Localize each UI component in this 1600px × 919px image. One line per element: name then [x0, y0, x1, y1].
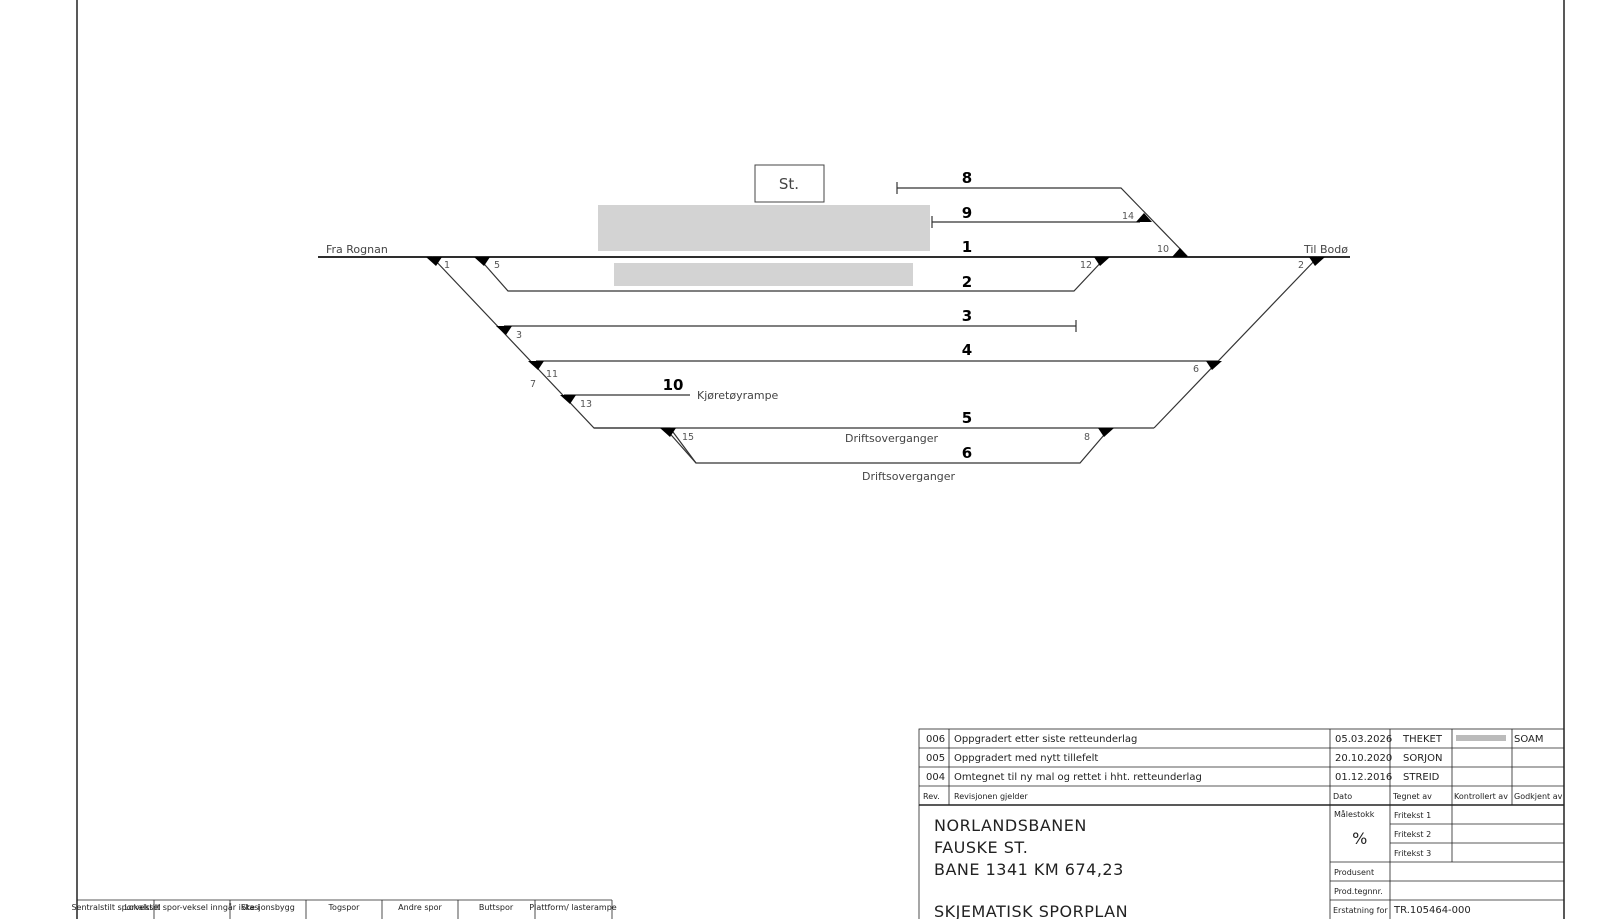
rev-006-date: 05.03.2026 — [1335, 734, 1392, 745]
switch-15-marker — [660, 428, 676, 437]
legend-train-track: Togspor — [328, 903, 361, 912]
title-line-km: BANE 1341 KM 674,23 — [934, 860, 1124, 879]
rev-header-description: Revisjonen gjelder — [954, 792, 1028, 801]
switch-1-marker — [426, 257, 442, 266]
rev-005-drawn-by: SORJON — [1403, 753, 1442, 764]
switch-2-label: 2 — [1298, 260, 1304, 271]
rev-004-date: 01.12.2016 — [1335, 772, 1392, 783]
station-building-label: St. — [779, 175, 799, 193]
station-building — [754, 164, 825, 203]
switch-2-marker — [1309, 257, 1325, 266]
rev-004-number: 004 — [926, 772, 945, 783]
rev-004-description: Omtegnet til ny mal og rettet i hht. ret… — [954, 772, 1202, 783]
switch-6-marker — [1206, 361, 1222, 370]
rev-header-drawn-by: Tegnet av — [1392, 792, 1432, 801]
switch-14-label: 14 — [1122, 211, 1134, 222]
scale-value: % — [1352, 829, 1368, 848]
switch-5-marker — [474, 257, 490, 266]
rev-header-date: Dato — [1333, 792, 1352, 801]
track-4-number: 4 — [962, 341, 972, 359]
track-1-number: 1 — [962, 238, 972, 256]
fritekst-3-label: Fritekst 3 — [1394, 849, 1431, 858]
track-2-number: 2 — [962, 273, 972, 291]
switch-10-label: 10 — [1157, 244, 1169, 255]
rev-006-drawn-by: THEKET — [1402, 734, 1443, 745]
rev-005-description: Oppgradert med nytt tillefelt — [954, 753, 1098, 764]
vehicle-ramp-label: Kjøretøyrampe — [697, 389, 779, 402]
to-direction-label: Til Bodø — [1303, 243, 1348, 256]
scale-label: Målestokk — [1334, 809, 1375, 819]
fritekst-2-label: Fritekst 2 — [1394, 830, 1431, 839]
right-ladder-diagonal — [1153, 256, 1319, 429]
track-5-number: 5 — [962, 409, 972, 427]
switch-10-marker — [1172, 248, 1188, 257]
switch-5-label: 5 — [494, 260, 500, 271]
legend-dead-end-track: Buttspor — [479, 903, 514, 912]
title-line-plan-type: SKJEMATISK SPORPLAN — [934, 902, 1128, 919]
switch-14-marker — [1136, 213, 1152, 222]
switch-6-label: 6 — [1193, 364, 1199, 375]
prod-drawing-number-label: Prod.tegnnr. — [1334, 887, 1383, 896]
rev-005-date: 20.10.2020 — [1335, 753, 1392, 764]
track-9-number: 9 — [962, 204, 972, 222]
title-block-grid — [918, 805, 1564, 919]
replaces-value: TR.105464-000 — [1393, 905, 1471, 916]
switch-11-marker — [528, 361, 544, 370]
track-2 — [477, 256, 1107, 292]
track-6-number: 6 — [962, 444, 972, 462]
left-ladder-diagonal — [431, 256, 697, 464]
legend-other-track: Andre spor — [398, 903, 442, 912]
title-line-station: FAUSKE ST. — [934, 838, 1028, 857]
switch-15-label: 15 — [682, 432, 694, 443]
produsent-label: Produsent — [1334, 868, 1374, 877]
track-10-number: 10 — [663, 376, 684, 394]
switch-12-marker — [1094, 257, 1110, 266]
legend-platform: Plattform/ lasterampe — [529, 903, 617, 912]
title-line-railway: NORLANDSBANEN — [934, 816, 1087, 835]
switch-3-label: 3 — [516, 330, 522, 341]
switch-7-label: 7 — [530, 379, 536, 390]
rev-header-checked-by: Kontrollert av — [1454, 792, 1508, 801]
legend-station-building: Stasjonsbygg — [241, 903, 295, 912]
rev-header-approved-by: Godkjent av — [1514, 792, 1563, 801]
from-direction-label: Fra Rognan — [326, 243, 388, 256]
rev-006-number: 006 — [926, 734, 945, 745]
switch-11-label: 11 — [546, 369, 558, 380]
track-8-number: 8 — [962, 169, 972, 187]
rev-006-checked-signature — [1456, 735, 1506, 741]
track-8 — [897, 187, 1189, 258]
rev-header-rev: Rev. — [923, 792, 940, 801]
rev-006-approved-by: SOAM — [1514, 734, 1544, 745]
switch-13-label: 13 — [580, 399, 592, 410]
track-3-number: 3 — [962, 307, 972, 325]
crossing-label-2: Driftsoverganger — [862, 470, 956, 483]
switch-12-label: 12 — [1080, 260, 1092, 271]
switch-13-marker — [560, 395, 576, 404]
legend-table — [77, 899, 613, 919]
rev-005-number: 005 — [926, 753, 945, 764]
track-6 — [664, 427, 1111, 464]
switch-1-label: 1 — [444, 260, 450, 271]
switch-8-marker — [1098, 428, 1114, 437]
legend-local-switch: Lokalstilt spor-veksel inngår ikke i — [124, 902, 259, 912]
rev-006-description: Oppgradert etter siste retteunderlag — [954, 734, 1137, 745]
switch-8-label: 8 — [1084, 432, 1090, 443]
platform-2 — [614, 263, 913, 286]
crossing-label-1: Driftsoverganger — [845, 432, 939, 445]
replaces-label: Erstatning for — [1333, 906, 1388, 915]
rev-004-drawn-by: STREID — [1403, 772, 1440, 783]
fritekst-1-label: Fritekst 1 — [1394, 811, 1431, 820]
legend-central-switch: Sentralstilt sporveksel — [71, 903, 160, 912]
platform-1 — [598, 205, 930, 251]
switch-3-marker — [496, 326, 512, 335]
